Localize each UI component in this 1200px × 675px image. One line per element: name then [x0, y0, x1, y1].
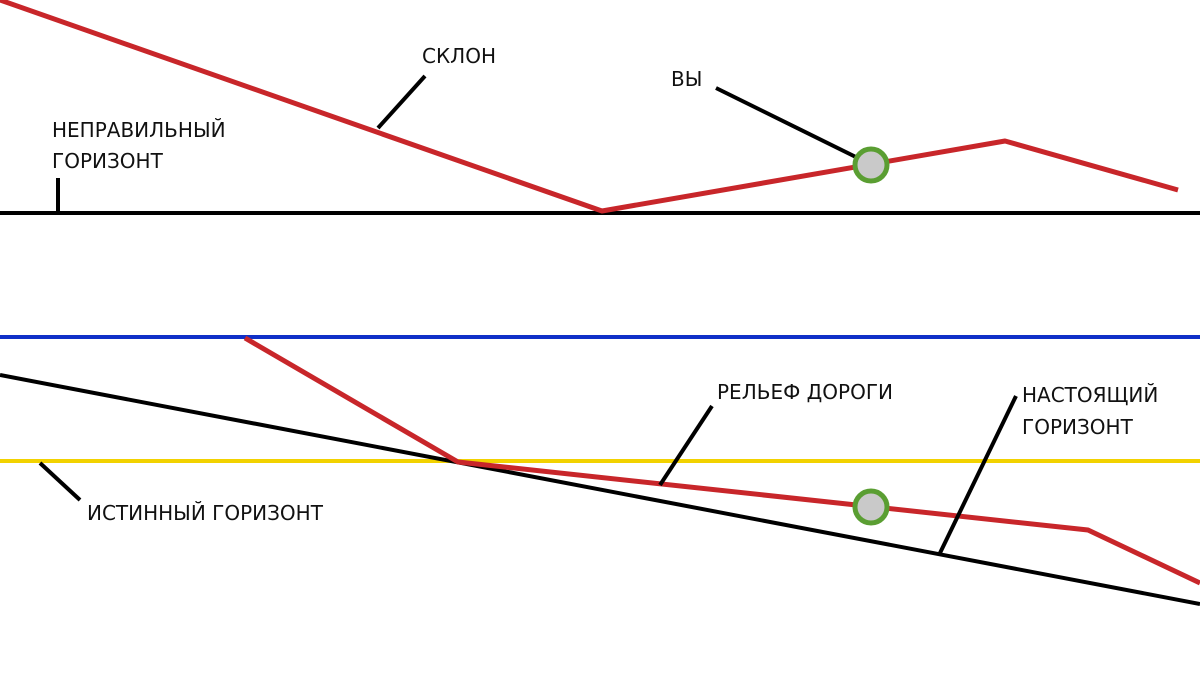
real-horizon-label: ИСТИННЫЙ ГОРИЗОНТ [87, 501, 324, 525]
you-marker-top [852, 146, 890, 184]
true-horizon-line [0, 373, 1200, 606]
slope-pointer [376, 74, 427, 130]
road-relief-profile [243, 335, 1200, 586]
top-panel: СКЛОН ВЫ НЕПРАВИЛЬНЫЙ ГОРИЗОНТ [0, 0, 1200, 215]
bottom-panel: РЕЛЬЕФ ДОРОГИ НАСТОЯЩИЙ ГОРИЗОНТ ИСТИННЫ… [0, 335, 1200, 606]
true-horizon-label-line2: ГОРИЗОНТ [1022, 415, 1134, 439]
wrong-horizon-label-line2: ГОРИЗОНТ [52, 149, 164, 173]
you-label: ВЫ [671, 67, 702, 91]
road-relief-label: РЕЛЬЕФ ДОРОГИ [717, 380, 893, 404]
you-pointer [715, 86, 869, 165]
true-horizon-pointer [938, 395, 1018, 554]
true-horizon-label-line1: НАСТОЯЩИЙ [1022, 383, 1158, 407]
slope-label: СКЛОН [422, 44, 496, 68]
slope-road-profile [0, 0, 1179, 214]
wrong-horizon-label-line1: НЕПРАВИЛЬНЫЙ [52, 118, 226, 142]
you-marker-bottom [852, 488, 890, 526]
road-relief-pointer [658, 404, 714, 487]
real-horizon-pointer [38, 461, 82, 502]
